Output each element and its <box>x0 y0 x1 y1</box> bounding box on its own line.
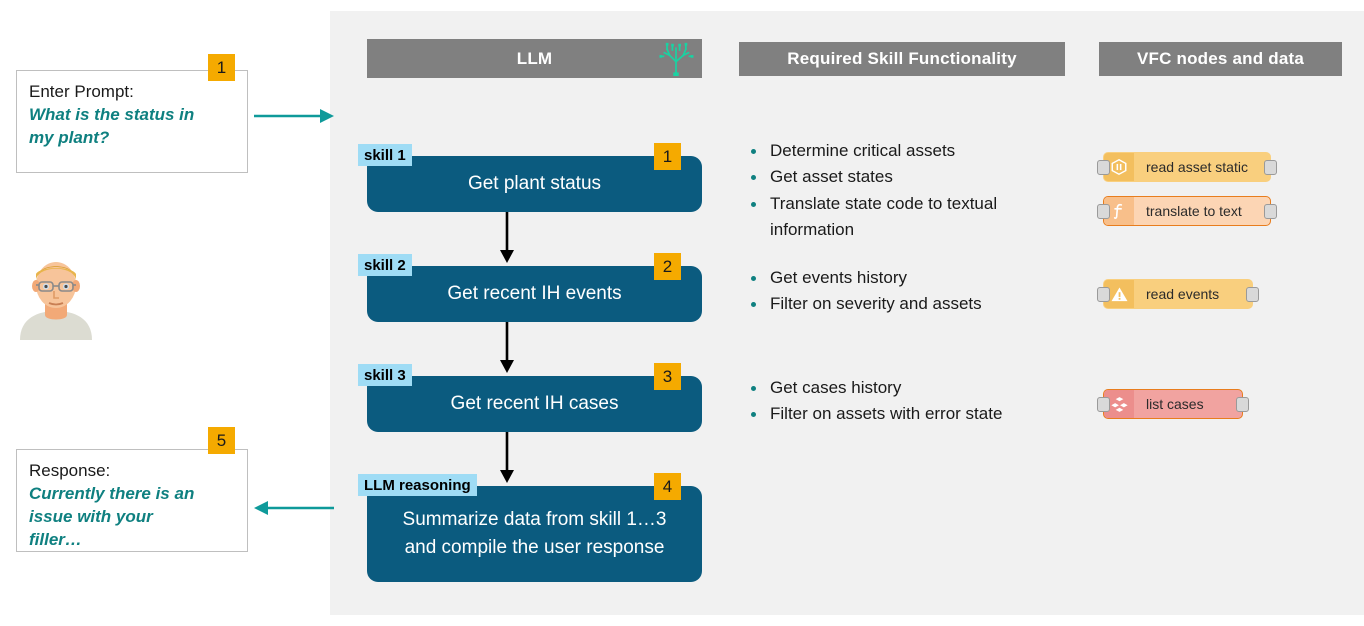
response-text-line-3: filler… <box>29 529 82 549</box>
flow-box-llm-reasoning-line-2: and compile the user response <box>404 537 665 558</box>
response-text-line-1: Currently there is an <box>29 483 195 503</box>
user-avatar <box>20 262 92 340</box>
bullets-skill-1: Determine critical assets Get asset stat… <box>744 138 1074 243</box>
response-label: Response: <box>29 461 111 480</box>
bullets-skill-3: Get cases history Filter on assets with … <box>744 375 1074 428</box>
node-output-port[interactable] <box>1264 160 1277 175</box>
flow-box-skill-2-label: Get recent IH events <box>447 283 622 305</box>
response-text-line-2: issue with your <box>29 506 153 526</box>
prompt-callout: Enter Prompt: What is the status in my p… <box>16 70 248 173</box>
vfc-node-label: list cases <box>1146 396 1204 412</box>
bullet-item: Filter on severity and assets <box>744 291 1074 317</box>
flow-badge-skill-3: 3 <box>654 363 681 390</box>
arrow-skill2-to-skill3 <box>500 322 514 373</box>
vfc-node-read-events[interactable]: read events <box>1097 279 1259 309</box>
flow-tag-skill-1: skill 1 <box>358 144 412 166</box>
flow-box-skill-2[interactable]: Get recent IH events <box>367 266 702 322</box>
column-header-vfc: VFC nodes and data <box>1099 42 1342 76</box>
node-output-port[interactable] <box>1264 204 1277 219</box>
bullet-item: Get asset states <box>744 164 1074 190</box>
node-input-port[interactable] <box>1097 160 1110 175</box>
flow-tag-skill-2: skill 2 <box>358 254 412 276</box>
node-input-port[interactable] <box>1097 287 1110 302</box>
cases-cubes-icon <box>1104 390 1134 418</box>
bullet-item: Filter on assets with error state <box>744 401 1074 427</box>
column-header-llm: LLM <box>367 39 702 78</box>
bullet-item: Translate state code to textual informat… <box>744 191 1074 244</box>
step-badge-prompt: 1 <box>208 54 235 81</box>
arrow-skill1-to-skill2 <box>500 212 514 263</box>
flow-box-skill-1-label: Get plant status <box>467 173 602 195</box>
flow-badge-skill-2: 2 <box>654 253 681 280</box>
arrow-llm-to-response <box>254 501 334 515</box>
flow-badge-skill-1: 1 <box>654 143 681 170</box>
arrow-prompt-to-llm <box>254 109 334 123</box>
vfc-node-label: read asset static <box>1146 159 1248 175</box>
flow-badge-llm-reasoning: 4 <box>654 473 681 500</box>
arrow-skill3-to-reasoning <box>500 432 514 483</box>
bullets-skill-2: Get events history Filter on severity an… <box>744 265 1074 318</box>
bullet-item: Get cases history <box>744 375 1074 401</box>
flow-tag-skill-3: skill 3 <box>358 364 412 386</box>
flow-box-llm-reasoning[interactable]: Summarize data from skill 1…3 and compil… <box>367 486 702 582</box>
node-output-port[interactable] <box>1246 287 1259 302</box>
brain-circuit-icon <box>659 42 694 76</box>
prompt-text-line-2: my plant? <box>29 127 110 147</box>
column-header-vfc-label: VFC nodes and data <box>1136 49 1304 68</box>
response-callout: Response: Currently there is an issue wi… <box>16 449 248 552</box>
vfc-node-list-cases[interactable]: list cases <box>1097 389 1249 419</box>
prompt-label: Enter Prompt: <box>29 82 134 101</box>
flow-box-skill-1[interactable]: Get plant status <box>367 156 702 212</box>
vfc-node-read-asset-static[interactable]: read asset static <box>1097 152 1277 182</box>
prompt-text-line-1: What is the status in <box>29 104 195 124</box>
node-input-port[interactable] <box>1097 204 1110 219</box>
column-header-llm-label: LLM <box>516 48 553 68</box>
bullet-item: Get events history <box>744 265 1074 291</box>
node-output-port[interactable] <box>1236 397 1249 412</box>
flow-box-skill-3-label: Get recent IH cases <box>450 393 619 415</box>
bullet-item: Determine critical assets <box>744 138 1074 164</box>
step-badge-response: 5 <box>208 427 235 454</box>
node-input-port[interactable] <box>1097 397 1110 412</box>
flow-tag-llm-reasoning: LLM reasoning <box>358 474 477 496</box>
column-header-skills: Required Skill Functionality <box>739 42 1065 76</box>
vfc-node-label: read events <box>1146 286 1220 302</box>
column-header-skills-label: Required Skill Functionality <box>787 49 1017 68</box>
vfc-node-translate-to-text[interactable]: translate to text <box>1097 196 1277 226</box>
flow-box-skill-3[interactable]: Get recent IH cases <box>367 376 702 432</box>
vfc-node-label: translate to text <box>1146 203 1242 219</box>
flow-box-llm-reasoning-line-1: Summarize data from skill 1…3 <box>402 509 667 531</box>
